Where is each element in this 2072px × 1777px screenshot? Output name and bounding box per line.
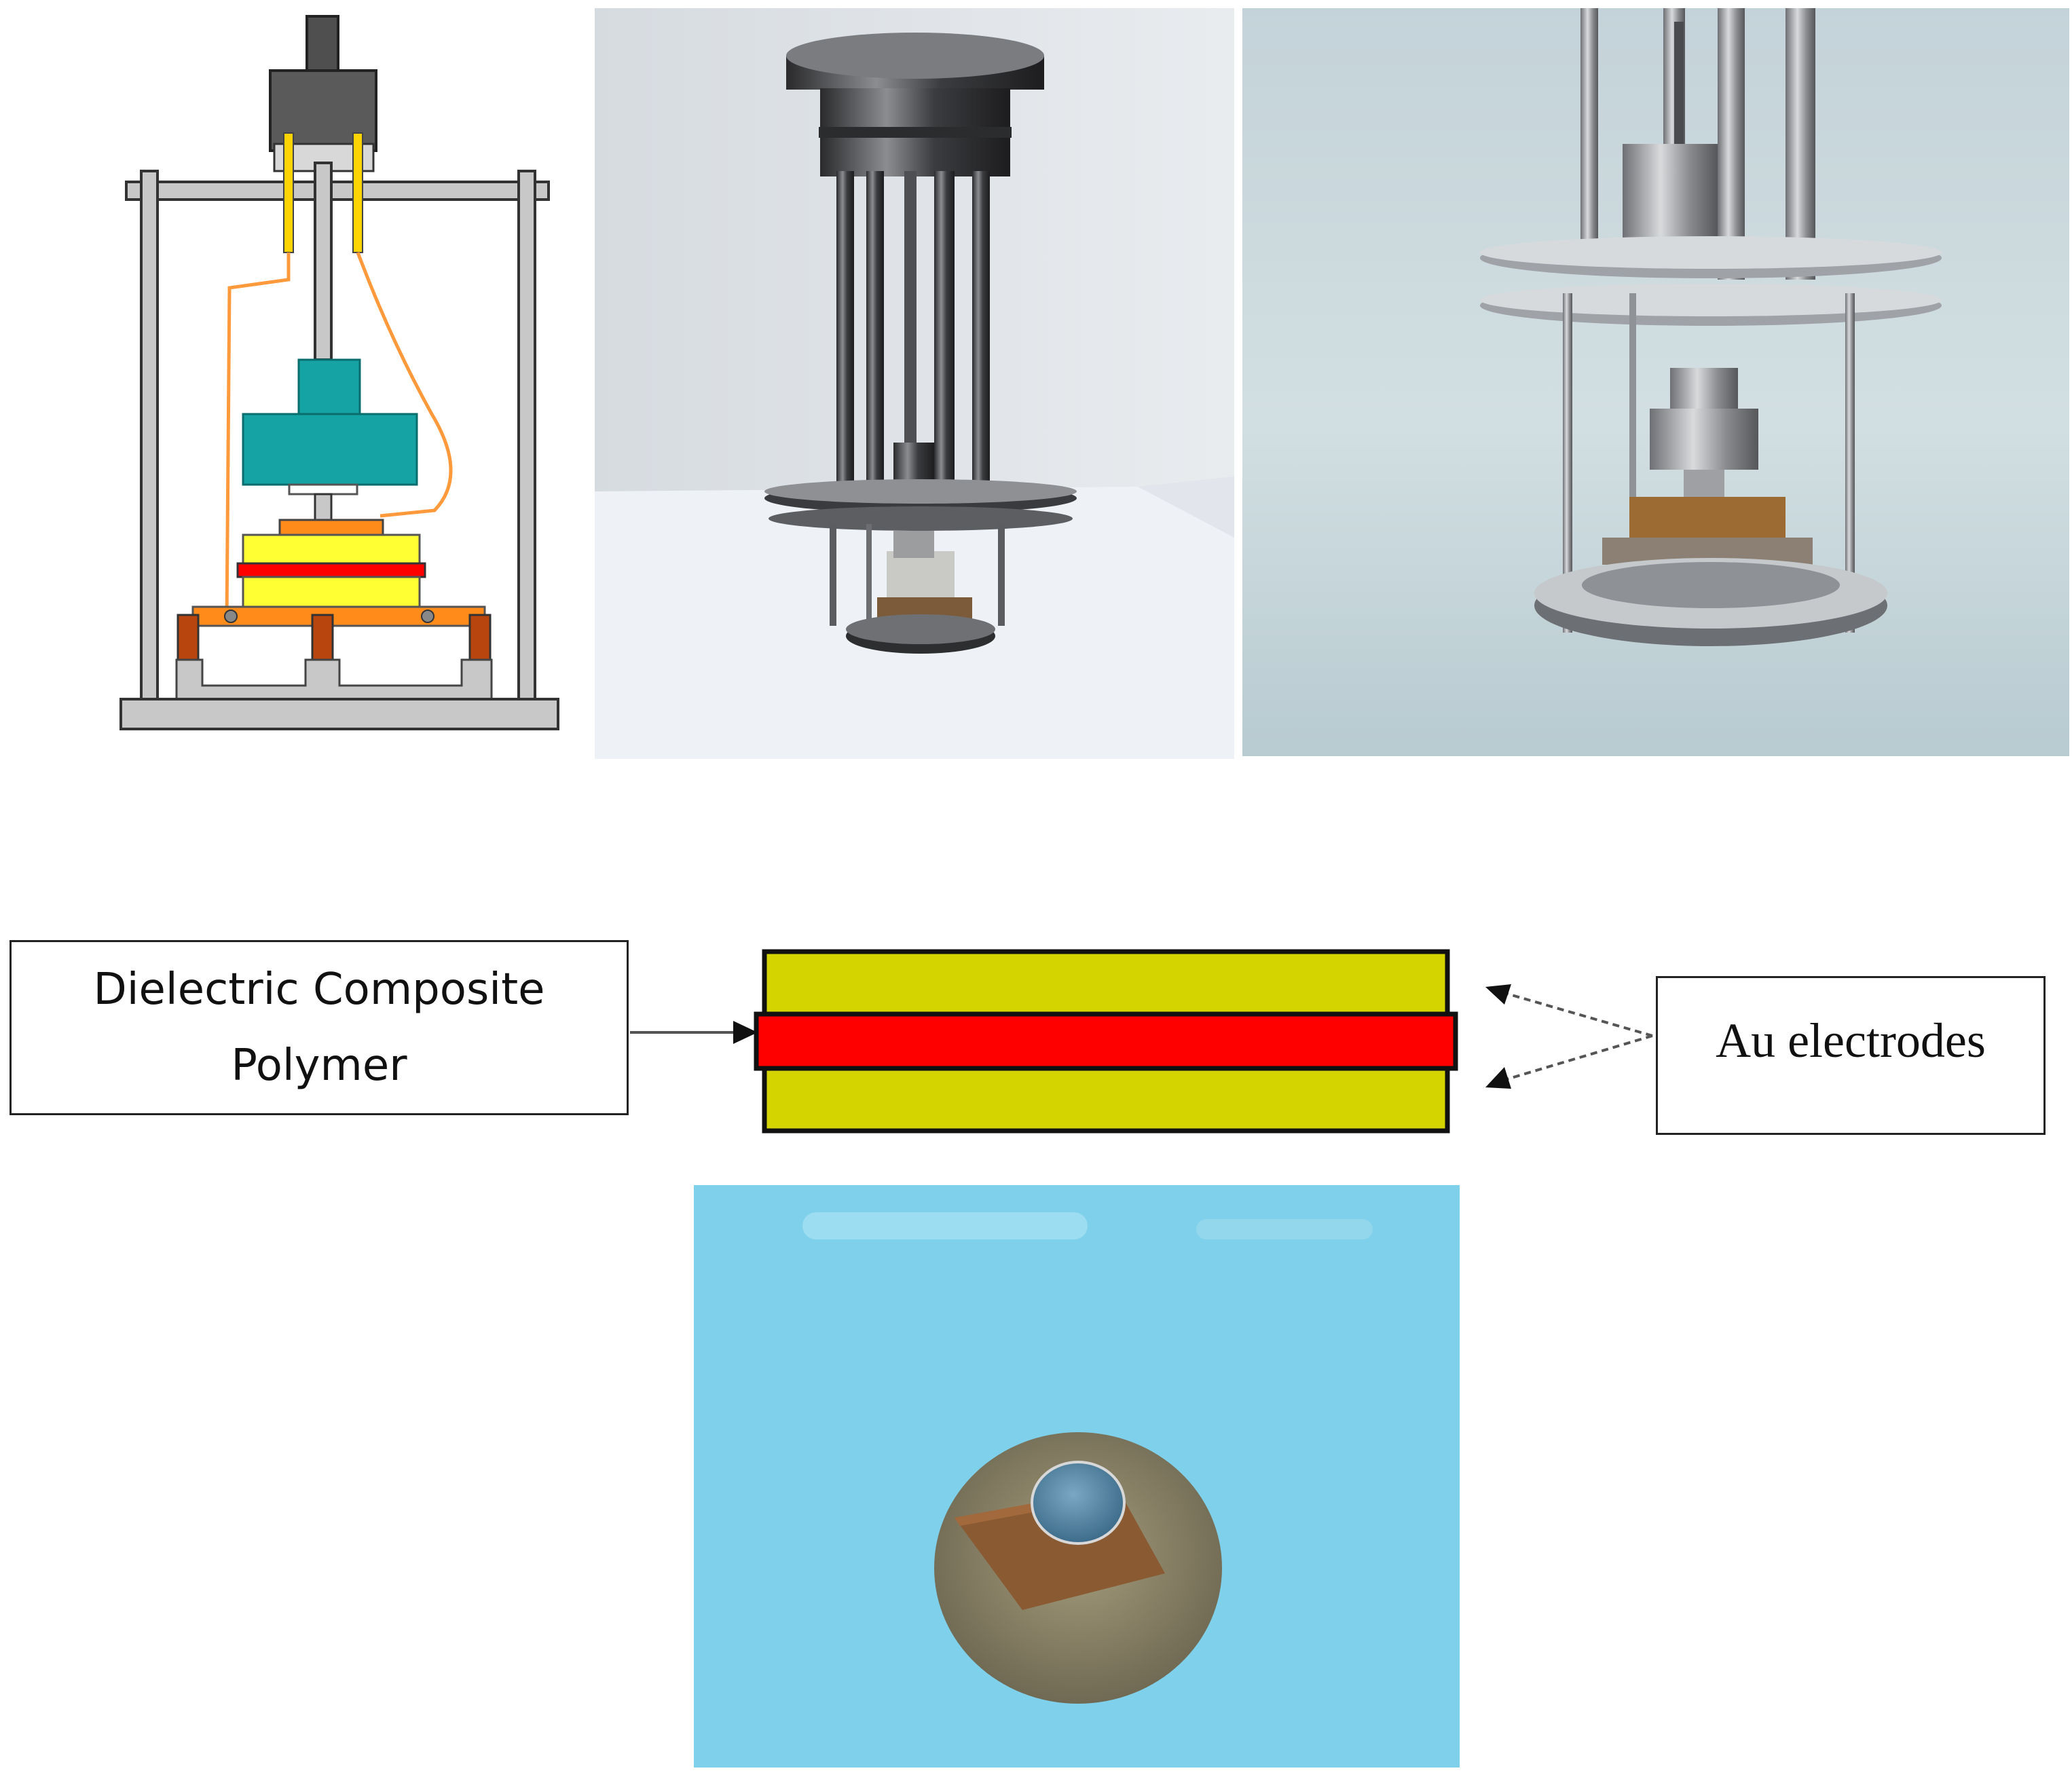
electrode-arrow-bottom [1497, 1034, 1653, 1083]
contact-pin-right [352, 132, 363, 253]
au-electrode-bottom [762, 1066, 1450, 1134]
central-rod [314, 162, 333, 361]
dielectric-layer [236, 562, 426, 578]
teal-mass-top [297, 358, 361, 417]
electrode-arrow-top [1497, 990, 1653, 1037]
sample-photo [694, 1185, 1460, 1767]
top-knob [306, 15, 339, 73]
base-floor [119, 698, 559, 730]
support-right [468, 614, 492, 664]
electrode-label: Au electrodes [1656, 976, 2046, 1135]
cell-photo-closeup [1242, 8, 2069, 756]
frame-post-left [140, 170, 159, 710]
electrode-label-text: Au electrodes [1716, 1013, 1986, 1068]
upper-electrode [242, 534, 421, 567]
measurement-cell-schematic [119, 15, 559, 730]
composite-label-line2: Polymer [231, 1041, 407, 1091]
au-electrode-top [762, 949, 1450, 1017]
dielectric-composite-layer [754, 1011, 1458, 1071]
contact-pin-left [283, 132, 294, 253]
frame-post-right [517, 170, 536, 710]
support-left [177, 614, 200, 664]
lower-electrode [242, 576, 421, 610]
frame-crossbar [125, 181, 550, 201]
teal-mass [242, 413, 418, 486]
wire-left [225, 252, 291, 620]
composite-label-line1: Dielectric Composite [93, 965, 545, 1015]
electrode-stack-diagram [630, 949, 1653, 1134]
composite-label: Dielectric Composite Polymer [10, 940, 629, 1115]
support-middle [311, 614, 334, 664]
cell-photo-full [595, 8, 1234, 759]
upper-contact-plate [278, 519, 384, 536]
wire-right [356, 252, 453, 518]
